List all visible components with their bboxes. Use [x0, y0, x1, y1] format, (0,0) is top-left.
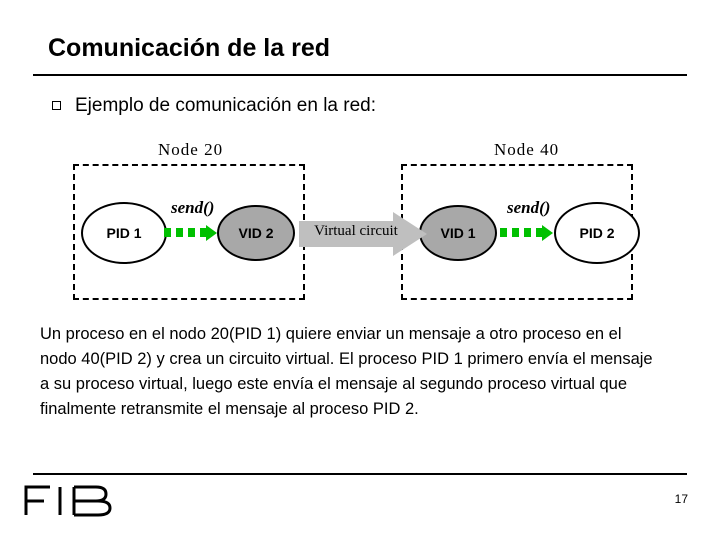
node-left-label: Node 20 — [158, 140, 224, 159]
dotted-arrow-shaft — [164, 228, 206, 237]
page-title: Comunicación de la red — [48, 34, 331, 62]
fib-logo — [22, 482, 114, 520]
dotted-arrow-left-icon — [164, 224, 217, 241]
virtual-left-node: VID 2 — [217, 205, 295, 261]
body-paragraph: Un proceso en el nodo 20(PID 1) quiere e… — [40, 325, 653, 418]
process-left-node: PID 1 — [81, 202, 167, 264]
dotted-arrow-head — [206, 224, 217, 241]
virtual-right-node: VID 1 — [419, 205, 497, 261]
send-call-right-label: send() — [507, 198, 551, 217]
process-right-node: PID 2 — [554, 202, 640, 264]
bullet-item-label: Ejemplo de comunicación en la red: — [75, 95, 377, 116]
title-divider — [33, 74, 687, 76]
page-number: 17 — [674, 492, 688, 506]
footer-divider — [33, 473, 687, 475]
dotted-arrow-right-icon — [500, 224, 553, 241]
virtual-circuit-arrow-icon: Virtual circuit — [299, 212, 427, 256]
square-bullet-icon — [52, 101, 61, 110]
send-call-left-label: send() — [171, 198, 215, 217]
virtual-circuit-arrow-head — [393, 212, 427, 256]
network-diagram: Node 20 Node 40 PID 1 VID 2 VID 1 PID 2 … — [33, 136, 687, 312]
dotted-arrow-head — [542, 224, 553, 241]
bullet-item: Ejemplo de comunicación en la red: — [52, 94, 376, 118]
virtual-circuit-arrow-shaft — [299, 221, 395, 247]
virtual-circuit-label: Virtual circuit — [314, 223, 398, 239]
dotted-arrow-shaft — [500, 228, 542, 237]
node-right-label: Node 40 — [494, 140, 560, 159]
